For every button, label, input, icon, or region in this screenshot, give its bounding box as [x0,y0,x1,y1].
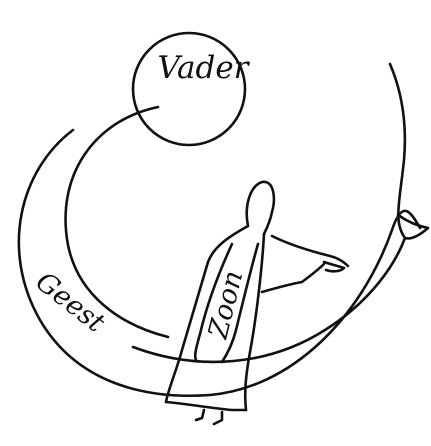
father-group: Vader [133,33,251,145]
son-hand [324,262,344,271]
spirit-label: Geest [30,266,111,339]
spirit-group: Geest [19,64,428,396]
spirit-lower-arc [133,238,405,362]
son-arm-lower [262,264,324,292]
father-label: Vader [157,50,250,86]
son-head [247,182,274,234]
son-figure: Zoon [166,182,348,424]
son-foot-left [196,410,204,420]
son-arm-upper [272,236,348,266]
son-foot-right [214,412,222,424]
spirit-outer-arc [19,130,420,396]
son-hem [166,402,246,410]
